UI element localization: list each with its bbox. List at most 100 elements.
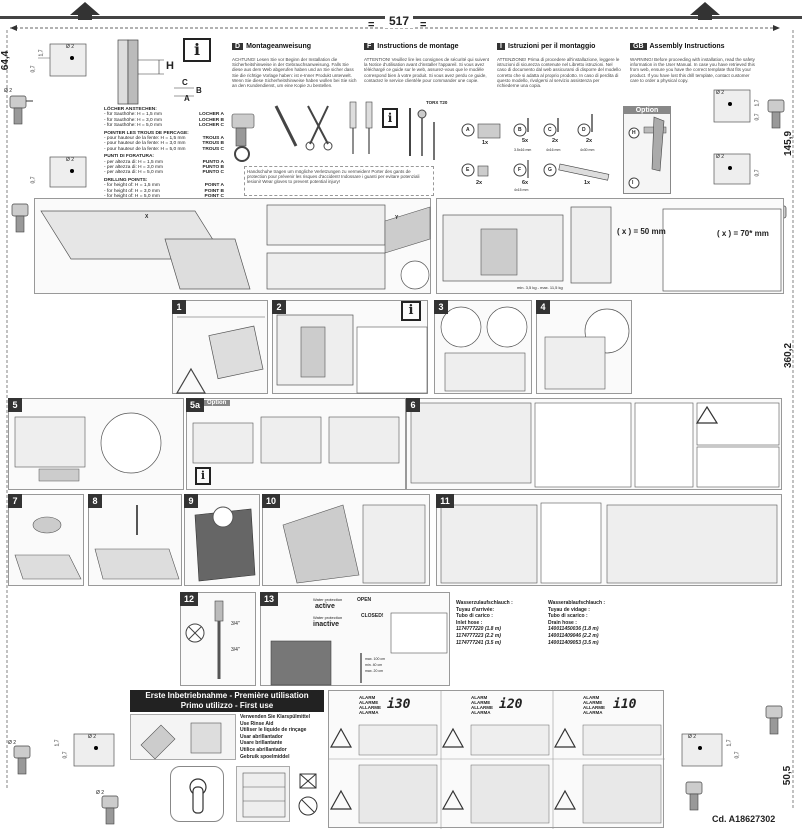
part-count: 2x [476,180,483,186]
right-dimension-line [792,30,794,810]
part-h: H [632,130,636,136]
option-parts-box: Option H I [623,106,671,194]
step-number: 9 [184,494,198,508]
part-f: F [518,167,522,173]
part-count: 1x [584,180,591,186]
step-5a-panel: Option i [186,398,406,490]
top-equals-right: = [420,19,427,31]
step-number: 11 [436,494,454,508]
alarms-panel: ALARM ALARME ALLARME ALARMA i30 ALARM AL… [328,690,665,829]
step-12-panel: 3/4" 3/4" [180,592,256,686]
rinse-aid-text: Verwenden Sie Klarspülmittel Use Rinse A… [240,714,326,762]
letter-b: B [196,86,202,95]
drill-points-block: LÖCHER ANSTECHEN: - für Sauthöhe: H = 1,… [104,107,225,199]
part-count: 6x [522,180,529,186]
inlet-item: 1174777220 (1.8 m) [456,626,501,633]
min-height-label: min. 40 cm [365,663,383,667]
drain-title: Tuyau de vidage : [548,606,590,613]
drill-icon-topright [762,94,790,130]
step-number: 3 [434,300,448,314]
thread-label: 3/4" [231,647,240,653]
part-count: 2x [552,138,559,144]
rinse-aid-line: Utilice abrillantador [240,746,287,753]
drill-de-line: - für Sauthöhe: H = 3,0 mm [104,117,162,123]
left-dimension-line [6,30,8,790]
hole-diameter-label: Ø 2 [8,740,17,746]
drill-icon-bottomleft: Ø 2 [8,740,38,776]
intro-text-gb: WARNING! Before proceeding with installa… [630,57,755,83]
alarm-label: ALLARME [359,705,381,710]
right-height-label-2: 360,2 [783,342,795,369]
part-count: 2x [586,138,593,144]
drill-icon-topleft: Ø 2 [4,88,34,128]
intro-text-de: ACHTUNG! Lesen Sie vor Beginn der Instal… [232,57,357,89]
drill-fr-line: - pour hauteur de la fente: H = 3,0 mm [104,141,186,147]
drain-item: 140011409053 (3.5 m) [548,639,599,646]
drill-it-line: - per altezza di: H = 5,0 mm [104,170,164,176]
part-dim-label: 4x16 mm [546,148,561,152]
drill-template-topright: Ø 2 1,7 0,7 [712,88,774,132]
drain-title: Wasserablaufschlauch : [548,600,606,606]
alarm-label: ALARME [359,700,379,705]
first-use-banner: Erste Inbetriebnahme - Première utilisat… [130,690,324,712]
step-1-panel [172,300,268,394]
intro-text-it: ATTENZIONE! Prima di procedere all'insta… [497,57,621,89]
part-dim-label: 4x30 mm [580,148,595,152]
drill-title-de: LÖCHER ANSTECHEN: [104,107,157,112]
part-dim-label: 4x15 mm [514,188,529,192]
step-number: 5 [8,398,22,412]
inlet-title: Inlet hose : [456,619,483,626]
alarm-label: ALARMA [583,710,603,715]
inlet-title: Tubo di carico : [456,613,493,620]
drill-de-point: LOCHER B [198,117,224,123]
drill-en-point: POINT B [204,188,224,194]
part-b: B [518,127,522,133]
header-title-it: Istruzioni per il montaggio [507,43,596,50]
header-tag-it: I [497,43,505,50]
alarm-1-code: i30 [387,697,411,712]
right-height-label-1: 145,9 [783,130,795,157]
header-tag-de: D [232,43,244,50]
alarm-3-labels: ALARM ALARME ALLARME ALARMA [583,695,605,715]
weight-label: min. 3,5 kg - max. 11,5 kg [517,285,563,290]
drill-fr-line: - pour hauteur de la fente: H = 5,0 mm [104,146,186,152]
panel-cabinet-positioning: X Y [34,198,431,294]
height-17-label: 1,7 [38,49,45,57]
drill-fr-point: TROUS B [202,141,224,147]
salt-illustration [130,714,236,760]
drill-it-point: PUNTO C [202,170,225,176]
tools-illustration [228,96,378,164]
start-button-hand-icon [170,766,224,822]
step-number: 8 [88,494,102,508]
height-07-label: 0,7 [734,751,741,759]
closed-label: CLOSED! [361,613,384,619]
panel-dimensions: min. 3,5 kg - max. 11,5 kg ( x ) = 50 mm… [436,198,784,294]
drill-it-line: - per altezza di: H = 3,0 mm [104,165,164,171]
drill-fr-point: TROUS A [202,136,224,142]
step-4-panel [536,300,632,394]
step-5-panel [8,398,184,490]
option-label: Option [624,107,670,114]
height-07-label: 0,7 [62,751,69,759]
step-13-panel: Water protection active OPEN Water prote… [260,592,450,686]
height-07-label: 0,7 [30,176,37,184]
part-count: 5x [522,138,529,144]
height-07-label: 0,7 [754,113,761,121]
alarm-label: ALARM [583,695,600,700]
x70-label: ( x ) = 70* mm [717,229,769,238]
inlet-title: Wasserzulaufschlauch : [456,600,513,606]
max2-label: max. 20 cm [365,669,384,673]
first-use-title-1: Erste Inbetriebnahme - Première utilisat… [145,691,309,700]
header-title-gb: Assembly Instructions [649,43,725,50]
top-width-label: 517 [385,14,414,28]
hole-diameter-label: Ø 2 [96,790,105,796]
header-tag-gb: GB [630,43,647,50]
alarm-label: ALARM [471,695,488,700]
door-panel-part [650,115,670,175]
drill-icon-bottomright [760,700,790,736]
inlet-item: 1174777241 (3.5 m) [456,639,501,646]
hole-diameter-label: Ø 2 [66,157,75,163]
step-number: 2 [272,300,286,314]
